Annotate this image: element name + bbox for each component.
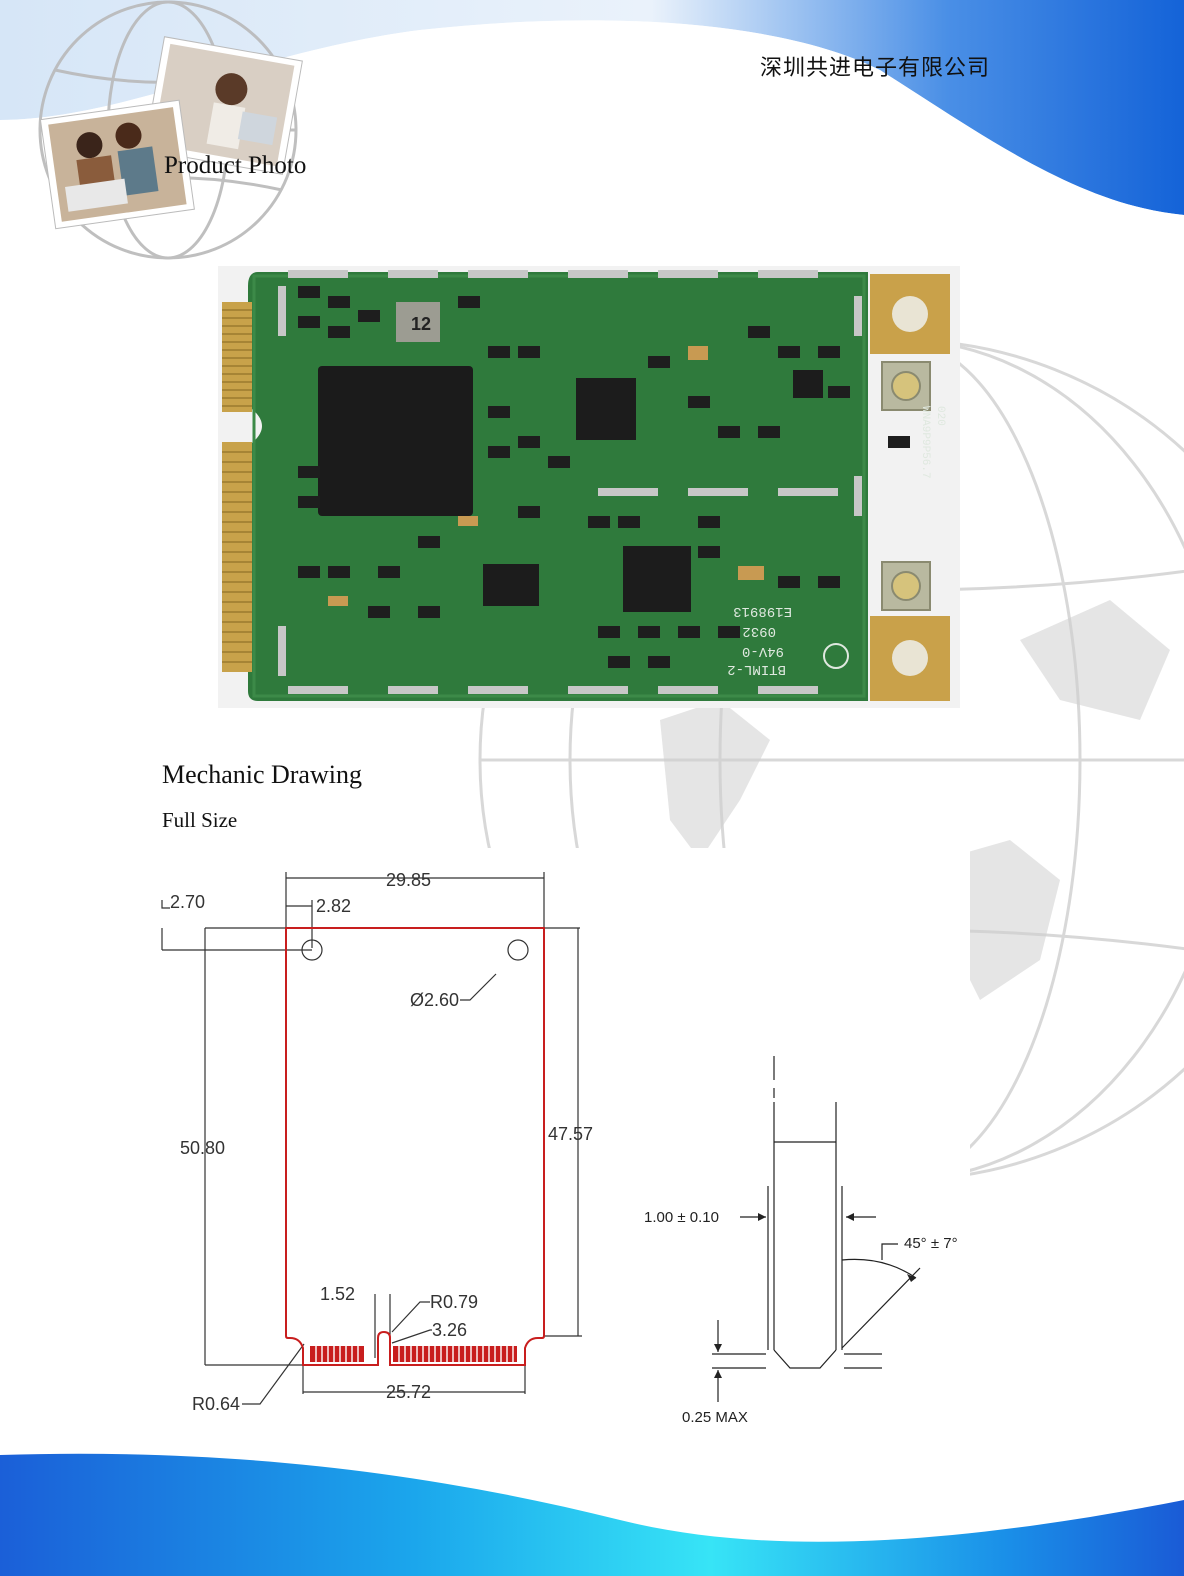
pcb-silk-text-3: 94V-0 bbox=[742, 643, 784, 659]
product-photo-pcb: 12 E198913 0932 94V-0 BTIML-2 WNA9P9P56.… bbox=[218, 266, 960, 708]
dim-height-inner: 47.57 bbox=[548, 1124, 593, 1144]
dim-notch-offset: 3.26 bbox=[432, 1320, 467, 1340]
pcb-side-code: WNA9P9P56.7 bbox=[919, 406, 931, 479]
company-name: 深圳共进电子有限公司 bbox=[760, 55, 991, 80]
dim-offset-left: 2.70 bbox=[170, 892, 205, 912]
dim-corner-radius: R0.64 bbox=[192, 1394, 240, 1414]
section-subtitle-full-size: Full Size bbox=[162, 808, 238, 832]
dim-hole-diameter: Ø2.60 bbox=[410, 990, 459, 1010]
dim-notch-radius: R0.79 bbox=[430, 1292, 478, 1312]
dim-bottom-width: 25.72 bbox=[386, 1382, 431, 1402]
pcb-chip-label: 12 bbox=[411, 314, 431, 334]
dim-hole-offset: 2.82 bbox=[316, 896, 351, 916]
pcb-silk-text-1: E198913 bbox=[733, 603, 792, 619]
section-title-product-photo: Product Photo bbox=[164, 152, 307, 179]
mechanic-drawing-outline: 29.85 2.70 2.82 Ø2.60 50.80 47.57 1.52 R… bbox=[161, 870, 593, 1414]
dim-notch-width: 1.52 bbox=[320, 1284, 355, 1304]
pcb-silk-text-4: BTIML-2 bbox=[727, 661, 786, 677]
pcb-silk-text-2: 0932 bbox=[742, 623, 776, 639]
edge-profile-drawing: 1.00 ± 0.10 45° ± 7° 0.25 MAX bbox=[644, 1056, 958, 1426]
header-photo-collage bbox=[39, 36, 303, 230]
dim-width-top: 29.85 bbox=[386, 870, 431, 890]
pcb-side-code-2: 020 bbox=[934, 406, 946, 426]
edge-thickness-label: 1.00 ± 0.10 bbox=[644, 1209, 719, 1226]
section-title-mechanic-drawing: Mechanic Drawing bbox=[162, 760, 362, 789]
edge-chamfer-depth-label: 0.25 MAX bbox=[682, 1409, 748, 1426]
dim-height-total: 50.80 bbox=[180, 1138, 225, 1158]
edge-chamfer-angle-label: 45° ± 7° bbox=[904, 1235, 958, 1252]
